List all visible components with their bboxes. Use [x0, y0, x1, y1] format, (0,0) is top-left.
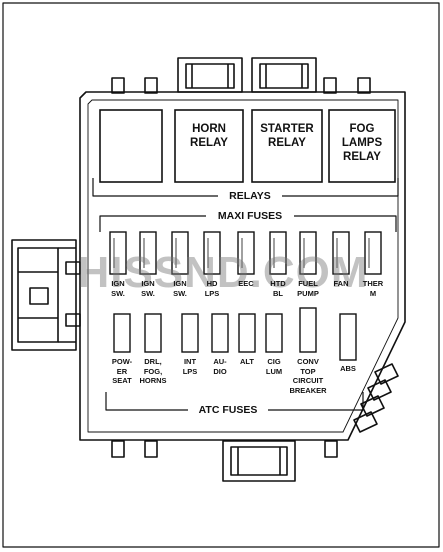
maxi-fuse-5	[237, 231, 255, 275]
atc-fuses-section-label: ATC FUSES	[188, 404, 268, 416]
atc-fuse-label-8: ABS	[340, 364, 356, 373]
maxi-fuse-label-9: THER M	[362, 279, 384, 298]
atc-fuse-6	[265, 313, 283, 353]
maxi-fuse-label-6: HTD BL	[270, 279, 286, 298]
watermark: HISSND.COM	[77, 248, 369, 297]
top-tab-4	[357, 77, 371, 94]
atc-fuse-1	[113, 313, 131, 353]
atc-fuse-4	[211, 313, 229, 353]
relay-layer	[99, 109, 396, 183]
top-connector-right	[251, 57, 317, 93]
maxi-fuse-label-3: IGN SW.	[173, 279, 187, 298]
maxi-fuse-1	[109, 231, 127, 275]
bottom-tab-1	[111, 440, 125, 458]
relay-box-4	[328, 109, 396, 183]
maxi-fuse-label-1: IGN SW.	[111, 279, 125, 298]
left-side-connector	[11, 239, 81, 351]
atc-fuse-label-4: AU- DIO	[213, 357, 227, 376]
atc-fuse-3	[181, 313, 199, 353]
atc-fuse-label-3: INT LPS	[182, 357, 198, 376]
maxi-fuses-section-label: MAXI FUSES	[206, 210, 294, 222]
maxi-fuse-7	[299, 231, 317, 275]
atc-fuse-7	[299, 307, 317, 353]
atc-fuse-label-7: CONV TOP CIRCUIT BREAKER	[289, 357, 327, 395]
relay-label-3: STARTER RELAY	[260, 123, 314, 149]
maxi-fuse-layer	[109, 231, 382, 275]
top-connector-left	[177, 57, 243, 93]
maxi-fuse-6	[269, 231, 287, 275]
maxi-fuse-3	[171, 231, 189, 275]
maxi-fuse-2	[139, 231, 157, 275]
atc-fuse-label-2: DRL, FOG, HORNS	[139, 357, 167, 385]
relay-label-4: FOG LAMPS RELAY	[341, 123, 383, 163]
atc-fuse-label-1: POW- ER SEAT	[111, 357, 133, 385]
maxi-fuse-label-5: EEC	[238, 279, 254, 288]
relay-label-2: HORN RELAY	[190, 123, 228, 149]
atc-fuse-8	[339, 313, 357, 361]
maxi-fuse-label-2: IGN SW.	[141, 279, 155, 298]
relays-section-label: RELAYS	[218, 190, 282, 202]
right-diagonal-tabs	[353, 363, 399, 433]
maxi-fuse-label-4: HD LPS	[204, 279, 220, 298]
top-tab-2	[144, 77, 158, 94]
fuse-box-inner-edge	[87, 99, 399, 433]
bottom-connector	[222, 440, 296, 482]
atc-fuse-label-5: ALT	[239, 357, 255, 366]
maxi-fuse-label-7: FUEL PUMP	[297, 279, 319, 298]
maxi-fuse-8	[332, 231, 350, 275]
atc-fuse-2	[144, 313, 162, 353]
bottom-tab-3	[324, 440, 338, 458]
atc-fuse-5	[238, 313, 256, 353]
relay-box-1	[99, 109, 163, 183]
relay-box-2	[174, 109, 244, 183]
top-tab-1	[111, 77, 125, 94]
maxi-fuse-4	[203, 231, 221, 275]
bottom-tab-2	[144, 440, 158, 458]
relay-box-3	[251, 109, 323, 183]
fuse-box-housing	[79, 91, 406, 441]
maxi-fuse-label-8: FAN	[333, 279, 349, 288]
maxi-fuse-9	[364, 231, 382, 275]
outer-frame	[2, 2, 440, 548]
atc-fuse-label-6: CIG LUM	[265, 357, 283, 376]
atc-fuse-layer	[113, 307, 357, 361]
top-tab-3	[323, 77, 337, 94]
